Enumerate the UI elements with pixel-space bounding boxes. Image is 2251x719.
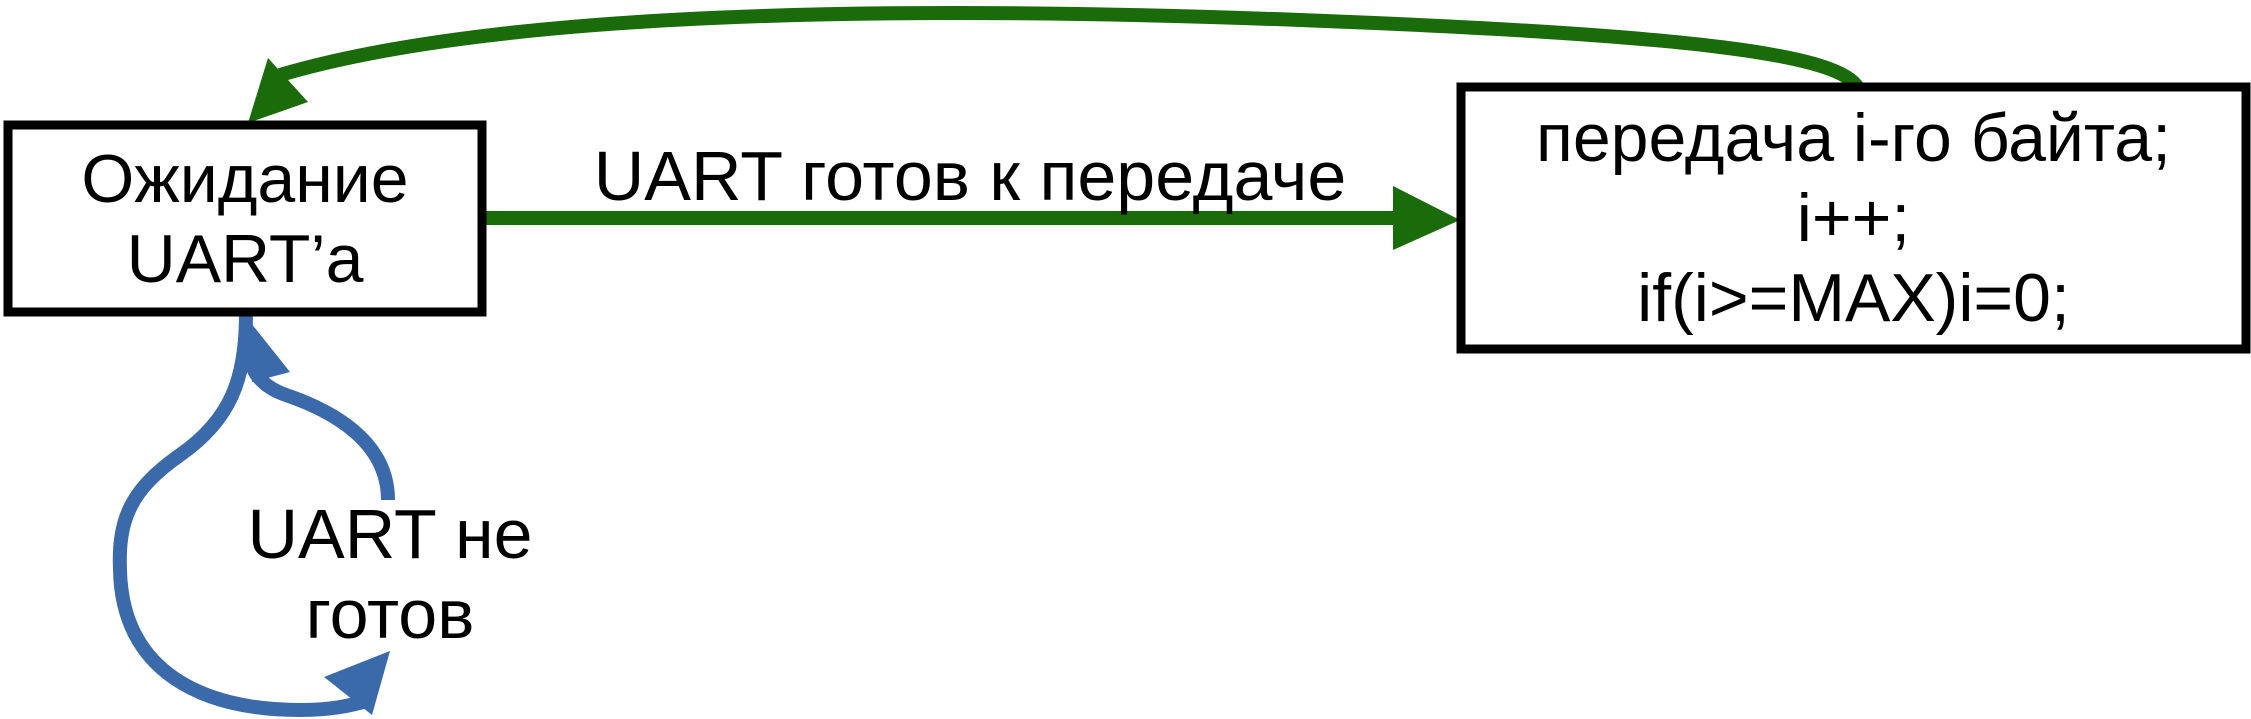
state-waiting-text: Ожидание UART’а bbox=[8, 125, 482, 312]
state-transmit-line-3: if(i>=MAX)i=0; bbox=[1637, 260, 2070, 336]
not-ready-loop-arrowhead-bottom bbox=[324, 651, 390, 715]
not-ready-loop-arrow-body bbox=[112, 313, 373, 718]
not-ready-label-line-2: готов bbox=[305, 575, 475, 653]
state-waiting-line-2: UART’а bbox=[126, 220, 364, 297]
state-box-waiting bbox=[3, 120, 487, 317]
return-transition-arrow bbox=[278, 5, 1865, 92]
ready-transition-arrowhead bbox=[1393, 186, 1460, 250]
return-transition-arrowhead bbox=[248, 58, 308, 123]
not-ready-transition-label: UART не готов bbox=[215, 494, 565, 654]
state-box-transmit bbox=[1456, 82, 2251, 354]
not-ready-loop-arrowhead-top bbox=[243, 313, 290, 382]
state-transmit-text: передача i-го байта; i++; if(i>=MAX)i=0; bbox=[1461, 87, 2246, 349]
state-transmit-line-1: передача i-го байта; bbox=[1536, 100, 2171, 176]
ready-transition-label: UART готов к передаче bbox=[593, 137, 1347, 215]
state-waiting-line-1: Ожидание bbox=[81, 140, 409, 217]
not-ready-label-line-1: UART не bbox=[247, 495, 533, 573]
state-transmit-line-2: i++; bbox=[1796, 180, 1911, 256]
